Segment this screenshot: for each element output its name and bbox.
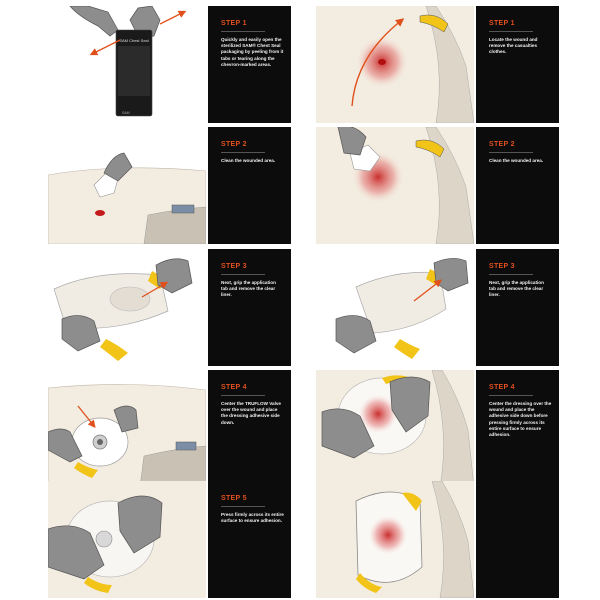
- illustration-remove-liner: [48, 249, 206, 366]
- step-panel: STEP 1 Quickly and easily open the steri…: [208, 6, 291, 123]
- step-panel: STEP 3 Next, grip the application tab an…: [208, 249, 291, 366]
- illustration-open-package: SAM Chest Seal SAM: [48, 6, 206, 123]
- step-title: STEP 2: [489, 141, 515, 148]
- step-row: STEP 2 Clean the wounded area.: [316, 127, 559, 244]
- divider: [489, 152, 533, 153]
- step-text: Center the TRUFLOW Valve over the wound …: [221, 401, 281, 425]
- step-row: STEP 3 Next, grip the application tab an…: [316, 249, 559, 366]
- step-title: STEP 1: [221, 20, 247, 27]
- step-panel: STEP 4 Center the dressing over the woun…: [476, 370, 559, 487]
- step-text: Next, grip the application tab and remov…: [489, 280, 544, 298]
- illustration-remove-liner: [316, 249, 474, 366]
- step-panel-empty: [476, 481, 559, 598]
- step-text: Next, grip the application tab and remov…: [221, 280, 276, 298]
- divider: [221, 31, 265, 32]
- step-title: STEP 1: [489, 20, 515, 27]
- divider: [489, 395, 533, 396]
- step-row: STEP 5 Press firmly across its entire su…: [48, 481, 291, 598]
- divider: [489, 274, 533, 275]
- svg-text:SAM: SAM: [122, 111, 130, 115]
- step-text: Center the dressing over the wound and p…: [489, 401, 552, 438]
- step-title: STEP 4: [489, 384, 515, 391]
- step-row: STEP 4 Center the dressing over the woun…: [316, 370, 559, 487]
- step-panel: STEP 2 Clean the wounded area.: [476, 127, 559, 244]
- step-panel: STEP 2 Clean the wounded area.: [208, 127, 291, 244]
- step-panel: STEP 1 Locate the wound and remove the c…: [476, 6, 559, 123]
- step-title: STEP 4: [221, 384, 247, 391]
- divider: [221, 152, 265, 153]
- illustration-locate-wound: [316, 6, 474, 123]
- illustration-clean-wound: [48, 127, 206, 244]
- step-title: STEP 2: [221, 141, 247, 148]
- step-text: Quickly and easily open the sterilized S…: [221, 37, 284, 67]
- illustration-applied-seal: [316, 481, 474, 598]
- illustration-clean-wound: [316, 127, 474, 244]
- step-title: STEP 3: [489, 263, 515, 270]
- step-row: [316, 481, 559, 598]
- illustration-place-dressing: [316, 370, 474, 487]
- divider: [221, 506, 265, 507]
- step-row: STEP 2 Clean the wounded area.: [48, 127, 291, 244]
- step-text: Locate the wound and remove the casualti…: [489, 37, 538, 55]
- step-panel: STEP 4 Center the TRUFLOW Valve over the…: [208, 370, 291, 487]
- step-row: STEP 3 Next, grip the application tab an…: [48, 249, 291, 366]
- step-panel: STEP 3 Next, grip the application tab an…: [476, 249, 559, 366]
- step-panel: STEP 5 Press firmly across its entire su…: [208, 481, 291, 598]
- illustration-press-seal: [48, 481, 206, 598]
- step-text: Press firmly across its entire surface t…: [221, 512, 284, 524]
- divider: [489, 31, 533, 32]
- step-text: Clean the wounded area.: [489, 158, 544, 163]
- step-row: STEP 1 Locate the wound and remove the c…: [316, 6, 559, 123]
- divider: [221, 274, 265, 275]
- divider: [221, 395, 265, 396]
- step-title: STEP 5: [221, 495, 247, 502]
- step-row: STEP 4 Center the TRUFLOW Valve over the…: [48, 370, 291, 487]
- step-text: Clean the wounded area.: [221, 158, 276, 163]
- illustration-place-dressing: [48, 370, 206, 487]
- package-label: SAM Chest Seal: [119, 38, 148, 43]
- step-title: STEP 3: [221, 263, 247, 270]
- step-row: SAM Chest Seal SAM STEP 1 Quickly and ea…: [48, 6, 291, 123]
